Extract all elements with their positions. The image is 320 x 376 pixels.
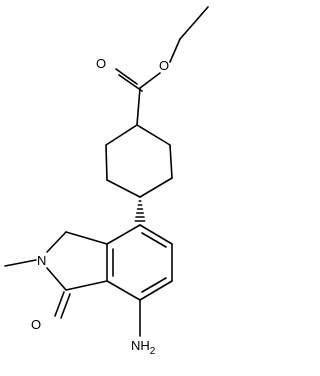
bond-cyclohexane-4 — [106, 179, 141, 198]
bond-benzene-inner-2 — [141, 277, 167, 293]
bond-cyclohexane-2 — [169, 144, 173, 179]
bond-lactam-c-o-2 — [60, 293, 71, 319]
bond-ethyl-ch3-ch2 — [179, 6, 209, 40]
ester-oxygen-label: O — [159, 58, 169, 73]
bond-n-methyl — [4, 259, 37, 267]
bond-cyclohexane-5 — [105, 144, 108, 181]
bond-carbonyl-c-ring — [136, 87, 141, 126]
bond-cyclohexane-3 — [139, 177, 173, 198]
bond-lactam-c-o-1 — [54, 291, 65, 317]
lactam-oxygen-label: O — [31, 317, 41, 332]
bond-o-carbonyl-c — [139, 72, 161, 89]
structure-canvas: O O N O NH2 — [4, 6, 209, 357]
molecule-drawing: O O N O NH2 — [4, 6, 209, 357]
bond-lactam-ch2-n — [46, 231, 67, 253]
bond-lactam-n-co — [46, 267, 67, 291]
bond-cyclohexane-6 — [105, 124, 138, 146]
ring-nitrogen-label: N — [37, 253, 46, 268]
bond-benzene-3 — [139, 280, 173, 301]
carbonyl-oxygen-label: O — [96, 56, 106, 71]
bond-benzene-4 — [106, 280, 141, 301]
bond-carbonyl-double-2 — [118, 74, 143, 92]
amine-nh-text: NH — [131, 338, 150, 353]
bond-benzene-6 — [106, 224, 141, 245]
bond-ethyl-ch2-o — [169, 38, 181, 63]
bond-carbonyl-double-1 — [115, 68, 138, 85]
bond-lactam-ch2-aryl — [65, 231, 108, 245]
amine-label: NH2 — [131, 338, 156, 357]
bond-benzene-inner-1 — [141, 232, 167, 248]
amine-subscript: 2 — [150, 346, 156, 357]
bond-cyclohexane-1 — [136, 124, 171, 146]
bond-lactam-co-aryl — [65, 280, 108, 291]
bond-benzene-1 — [139, 224, 173, 245]
hashed-wedge-bond — [134, 200, 146, 222]
